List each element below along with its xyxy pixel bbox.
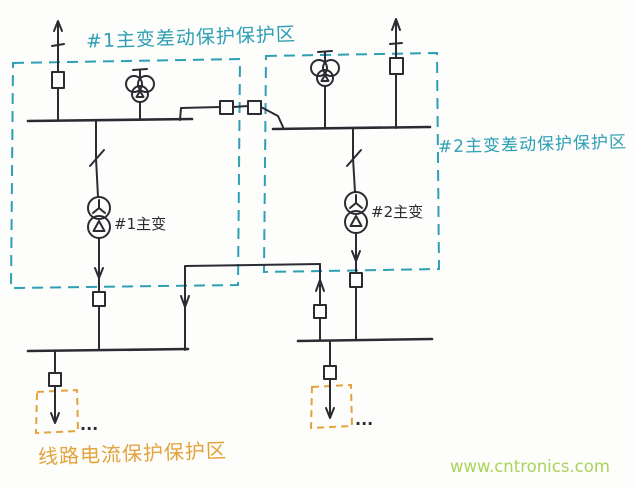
conductor [260,106,284,128]
delta-mark [320,74,330,82]
pt-winding [137,75,155,93]
wye-mark [349,194,363,209]
terminal-tick [132,68,148,78]
arrow-down-icon [180,295,190,308]
labels: #1主变差动保护保护区 #2主变差动保护保护区 #1主变 #2主变 线路电流保护… [38,23,628,476]
ct-box [349,272,363,288]
arrow-up-icon [315,279,325,292]
feeder-ellipsis-right: ... [355,410,373,429]
conductor [232,105,249,108]
busbar-upper-right [271,125,432,131]
arrow-down-icon [351,232,361,262]
terminal-tick [51,43,65,47]
breaker-box [51,71,65,89]
busbar-lower-right [296,337,434,343]
zone1-title: #1主变差动保护保护区 [86,23,297,52]
incomer-right [389,18,404,129]
delta-mark [135,90,145,98]
wye-mark [92,199,106,214]
bridge-link [180,263,327,351]
busbar-lower-left [26,347,190,353]
transformer2-label: #2主变 [371,203,423,221]
transformer2-branch [344,128,368,341]
protection-zones [9,51,441,435]
breaker-box [389,57,404,75]
feeder-right [323,340,337,419]
t1-primary-winding [87,196,111,220]
zone-box-line-protection-right [309,383,354,430]
feeder-ellipsis-left: ... [80,415,98,434]
zone2-title: #2主变差动保护保护区 [438,132,628,157]
delta-mark [92,220,106,232]
voltage-transformer-left [125,68,155,121]
pt-winding [322,59,340,77]
conductor [352,157,356,193]
pt-winding [310,59,328,77]
pt-winding [125,75,143,93]
zone-box-t1-differential [9,57,242,290]
watermark: www.cntronics.com [450,457,610,476]
arrow-up-icon [391,18,401,59]
zone-box-t2-differential [262,51,441,274]
terminal-tick [389,42,403,45]
conductor [179,106,221,121]
zone-box-line-protection-left [34,388,80,435]
circuit [26,18,434,424]
feeder-left [48,350,62,424]
ct-box [92,291,106,307]
delta-mark [349,215,363,227]
transformer1-label: #1主变 [114,215,166,233]
voltage-transformer-right [310,50,340,129]
arrow-down-icon [94,237,104,279]
bus-tie [179,100,284,128]
busbar-upper-left [26,117,194,123]
transformer1-branch [87,120,111,351]
line-zone-title: 线路电流保护保护区 [38,438,228,469]
ct-box [323,365,337,380]
arrow-down-icon [325,378,335,419]
conductor [184,263,321,351]
t2-primary-winding [344,191,368,215]
ct-box [219,100,234,115]
conductor [95,157,99,198]
incomer-left [51,20,65,121]
terminal-tick [317,50,333,62]
ct-box [313,304,327,319]
ct-box [48,372,62,387]
arrow-down-icon [50,385,60,424]
ct-box [247,100,262,115]
